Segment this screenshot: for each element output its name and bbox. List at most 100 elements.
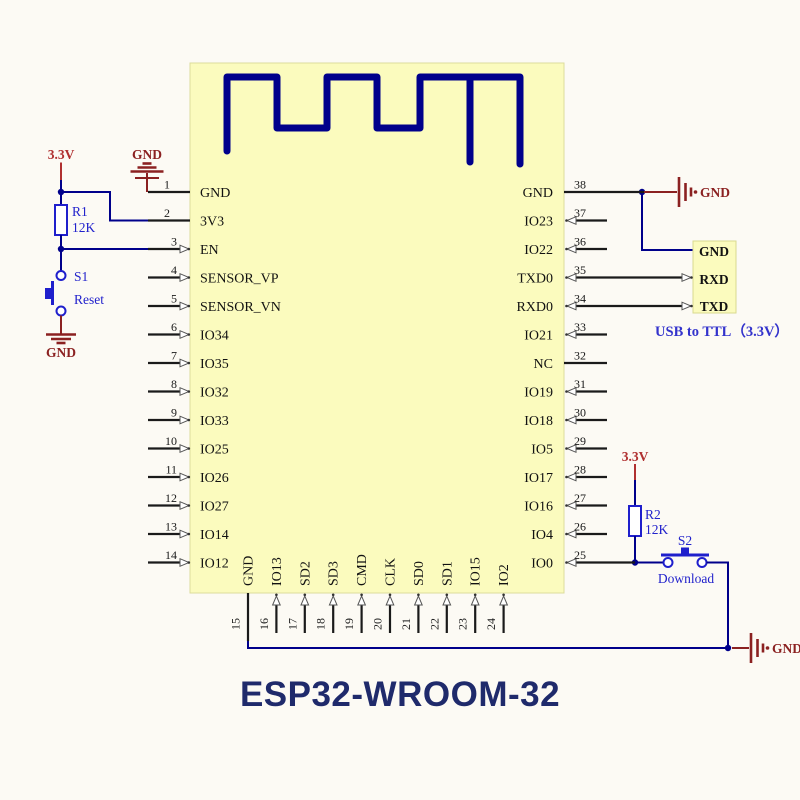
power-3v3-label: 3.3V: [48, 147, 75, 162]
pin-label: IO4: [531, 528, 553, 543]
pin-label: TXD0: [517, 272, 553, 287]
pin-bottom-19: 19 CMD: [342, 554, 370, 633]
pin-label: 3V3: [200, 215, 224, 230]
pin-arrow-icon: [385, 594, 395, 606]
pin-dot-icon: [473, 593, 477, 597]
pin-arrow-icon: [179, 386, 191, 397]
pin-number: 15: [229, 618, 243, 630]
pin-label: EN: [200, 243, 219, 258]
pin-number: 32: [574, 349, 586, 363]
pin-number: 13: [165, 520, 177, 534]
pin-dot-icon: [331, 593, 335, 597]
gnd-symbol-pin1: GND: [130, 147, 164, 192]
pin-label: SD1: [440, 561, 455, 586]
pin-number: 7: [171, 349, 177, 363]
pin-dot-icon: [187, 447, 191, 450]
pin-number: 36: [574, 235, 586, 249]
pin-arrow-icon: [179, 415, 191, 425]
pin-number: 28: [574, 463, 586, 477]
pcb-antenna: [223, 73, 524, 168]
pin-arrow-icon: [565, 500, 577, 511]
pin-label: IO19: [524, 386, 553, 401]
pin-dot-icon: [690, 276, 693, 279]
pin-label: SD0: [412, 561, 427, 586]
esp32-module-body: [189, 62, 565, 594]
pin-number: 31: [574, 377, 586, 391]
pin-arrow-icon: [565, 557, 577, 568]
pin-number: 23: [456, 618, 470, 630]
pin-dot-icon: [187, 532, 191, 536]
pin-arrow-icon: [565, 529, 577, 539]
pin-label: IO27: [200, 500, 229, 515]
pin-label: IO26: [200, 471, 229, 486]
pin-label: IO18: [524, 414, 553, 429]
pin-number: 1: [164, 178, 170, 192]
usb-ttl-circuit: GND GND RXD TXD USB to TTL（3.3V）: [638, 177, 789, 340]
pin-number: 35: [574, 263, 586, 277]
pin-number: 8: [171, 377, 177, 391]
pin-dot-icon: [565, 247, 568, 251]
pin-dot-icon: [417, 593, 420, 597]
pin-arrow-icon: [300, 594, 310, 606]
bottom-pin-group: 15GND16IO1317SD218SD319CMD20CLK21SD022SD…: [229, 554, 512, 641]
pin-dot-icon: [187, 418, 191, 422]
pin-arrow-icon: [565, 443, 577, 454]
pin-arrow-icon: [565, 386, 577, 397]
wire-to-usb-gnd: [641, 192, 693, 251]
pin-number: 11: [165, 463, 177, 477]
pin-number: 25: [574, 548, 586, 562]
power-3v3-label-2: 3.3V: [622, 449, 649, 464]
pin-number: 29: [574, 434, 586, 448]
pin-dot-icon: [187, 333, 191, 336]
pin-arrow-icon: [179, 244, 191, 254]
usb-pin-rxd: RXD: [699, 272, 728, 287]
pin-bottom-21: 21 SD0: [399, 561, 427, 633]
pin-dot-icon: [502, 593, 505, 597]
r2-ref: R2: [645, 507, 661, 522]
pin-number: 5: [171, 292, 177, 306]
pin-left-3: 3EN: [148, 235, 219, 258]
pin-arrow-icon: [442, 594, 452, 606]
pin-dot-icon: [275, 593, 278, 597]
pin-label: SD3: [327, 561, 342, 586]
pin-number: 2: [164, 206, 170, 220]
pin-label: GND: [523, 186, 553, 201]
pin-number: 21: [399, 618, 413, 630]
pin-arrow-icon: [357, 594, 367, 606]
pin-arrow-icon: [499, 594, 509, 606]
pin-label: IO12: [200, 557, 229, 572]
pin-number: 34: [574, 292, 586, 306]
pin-label: CMD: [355, 554, 370, 586]
r1-ref: R1: [72, 204, 88, 219]
pin-arrow-icon: [565, 215, 577, 226]
pin-dot-icon: [360, 593, 363, 597]
pin-number: 12: [165, 491, 177, 505]
pin-dot-icon: [565, 390, 568, 393]
pin-label: IO22: [524, 243, 553, 258]
pin-number: 19: [342, 618, 356, 630]
pin-arrow-icon: [565, 301, 577, 311]
pin-label: IO25: [200, 443, 229, 458]
pin-arrow-icon: [681, 272, 693, 283]
pin-dot-icon: [565, 333, 568, 336]
pin-label: RXD0: [516, 300, 553, 315]
pin-label: GND: [200, 186, 230, 201]
pin-dot-icon: [565, 447, 568, 450]
page-title: ESP32-WROOM-32: [240, 675, 560, 714]
